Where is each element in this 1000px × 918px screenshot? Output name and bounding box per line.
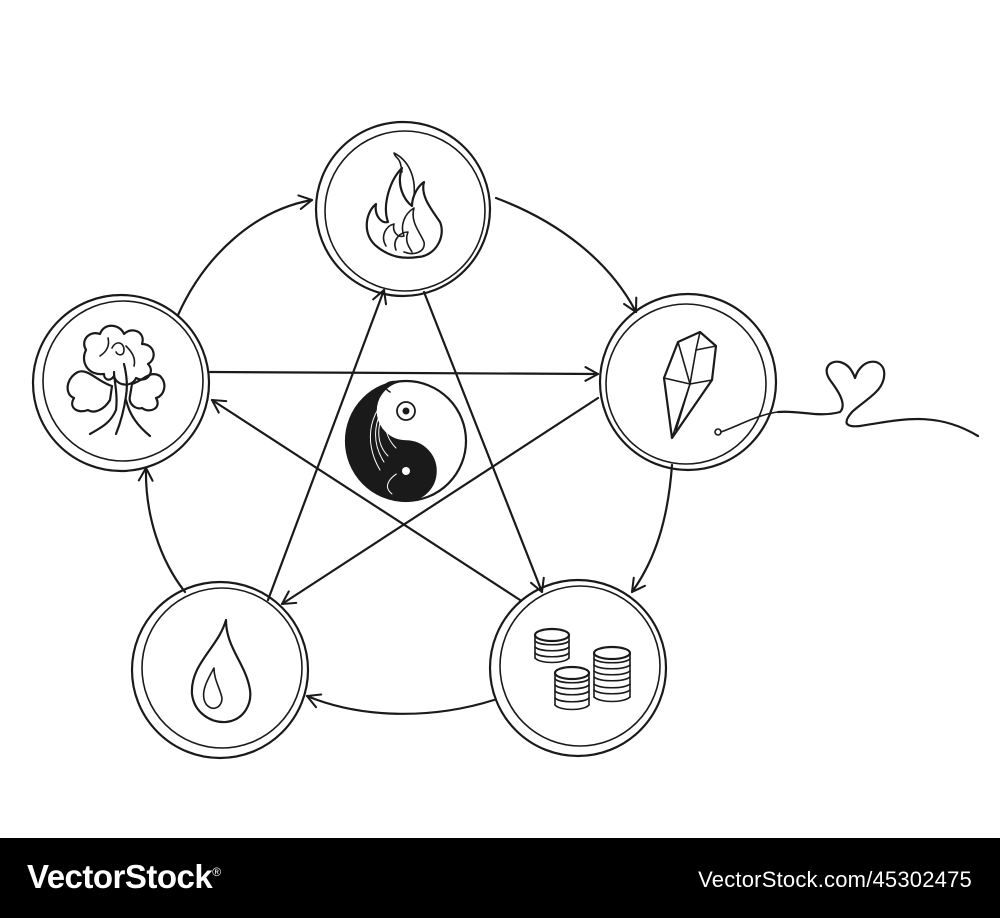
circle-bottom-left — [130, 580, 310, 760]
heart-icon — [776, 360, 980, 438]
registered-mark: ® — [212, 865, 221, 879]
watermark-footer: VectorStock® VectorStock.com/45302475 — [0, 838, 1000, 918]
star-line-metal-to-water — [280, 396, 600, 606]
outer-cycle — [137, 194, 674, 715]
fire-icon — [365, 152, 443, 259]
crystal-icon — [662, 330, 779, 440]
brand-name: VectorStock — [27, 858, 213, 895]
stock-id-text: VectorStock.com/45302475 — [698, 867, 972, 892]
tree-icon — [66, 324, 166, 438]
circle-left — [31, 293, 211, 473]
star-line-fire-to-coins — [422, 290, 545, 594]
circle-top — [314, 120, 492, 298]
yin-yang-icon — [344, 379, 468, 503]
coins-icon — [533, 627, 632, 711]
arc-water-to-wood — [137, 466, 187, 594]
arc-coins-to-water — [305, 693, 496, 715]
inner-star — [208, 288, 600, 606]
arc-wood-to-fire — [176, 194, 314, 317]
star-line-water-to-fire — [266, 288, 388, 602]
five-elements-diagram — [31, 120, 980, 760]
arc-metal-to-coins — [630, 463, 674, 594]
circle-bottom-right — [488, 578, 668, 758]
star-line-coins-to-wood — [210, 398, 522, 602]
element-circles — [31, 120, 778, 760]
star-line-wood-to-metal — [208, 366, 600, 382]
brand-logo: VectorStock® — [27, 858, 221, 896]
arc-fire-to-metal — [494, 196, 638, 314]
water-drop-icon — [190, 618, 252, 724]
circle-right — [598, 292, 778, 472]
